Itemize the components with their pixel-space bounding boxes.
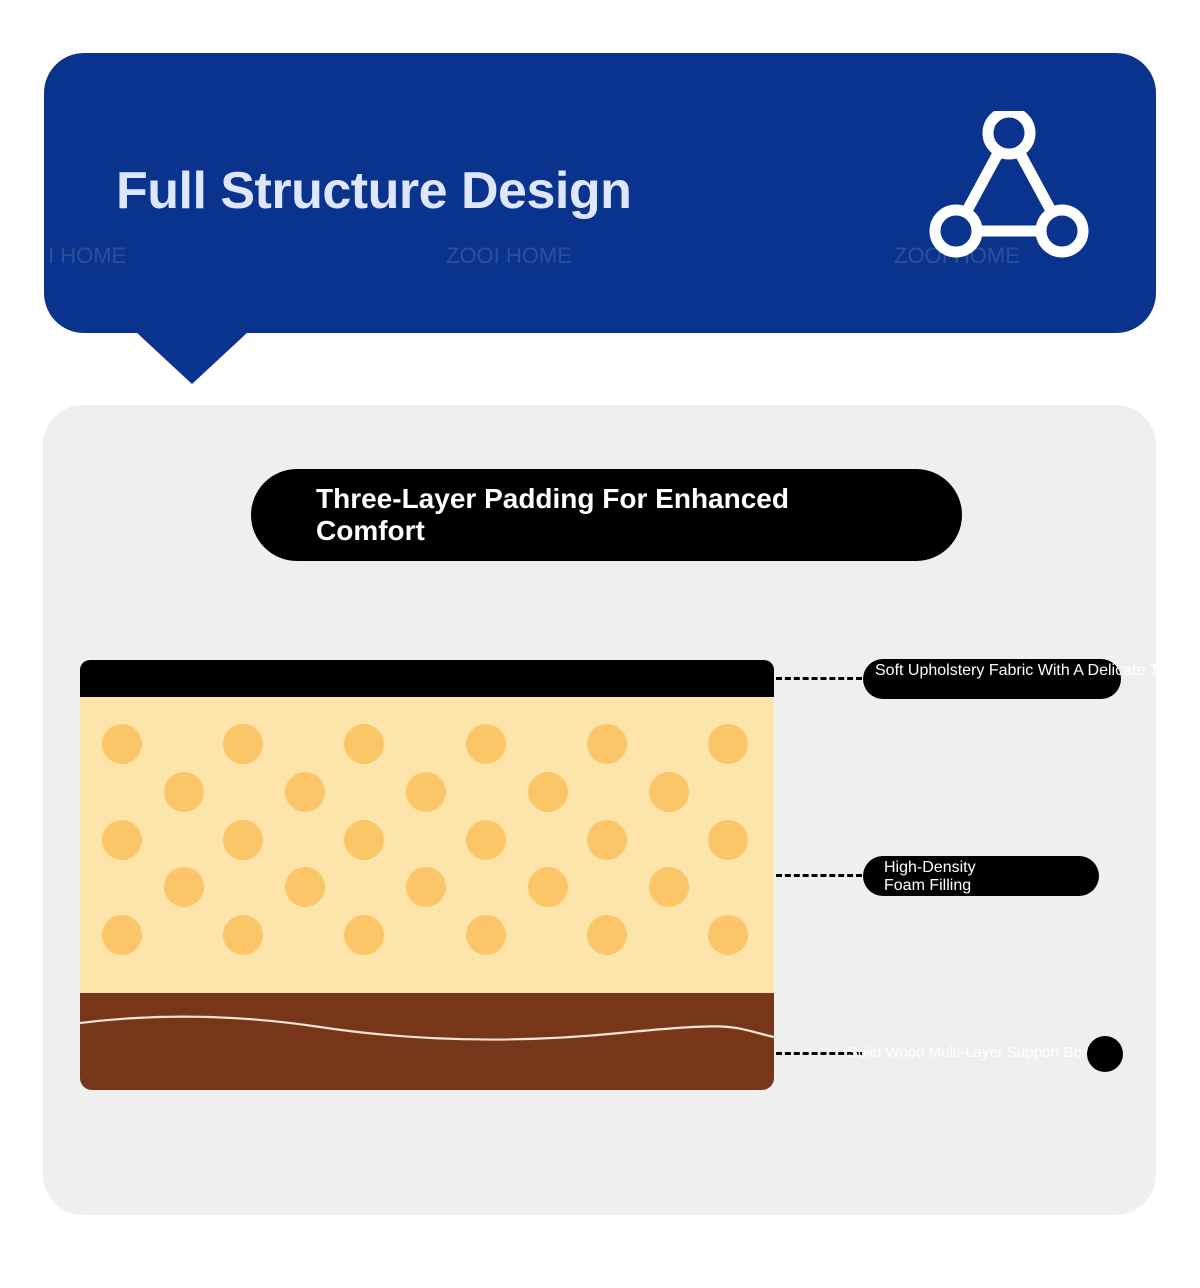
foam-dot <box>708 724 748 764</box>
foam-dot <box>587 915 627 955</box>
callout-fabric: Soft Upholstery Fabric With A Delicate T… <box>863 659 1192 699</box>
foam-dot <box>102 820 142 860</box>
callout-board-end-cap <box>1087 1036 1123 1072</box>
section-title-pill: Three-Layer Padding For Enhanced Comfort <box>251 469 962 561</box>
leader-line-board <box>776 1052 862 1055</box>
leader-line-foam <box>776 874 862 877</box>
watermark: I HOME <box>48 243 127 268</box>
layer-fabric <box>80 660 774 697</box>
foam-dot <box>406 772 446 812</box>
foam-dot <box>466 724 506 764</box>
foam-dot <box>649 867 689 907</box>
foam-dot <box>102 915 142 955</box>
foam-dot <box>344 724 384 764</box>
foam-dot <box>223 724 263 764</box>
board-grain-line <box>80 1015 774 1041</box>
foam-dot <box>344 915 384 955</box>
foam-dot <box>587 820 627 860</box>
foam-dot <box>708 820 748 860</box>
foam-dot <box>344 820 384 860</box>
layer-stack <box>80 660 774 1090</box>
banner-pointer <box>136 332 248 384</box>
foam-dot <box>223 820 263 860</box>
foam-dot <box>528 772 568 812</box>
foam-dot <box>466 820 506 860</box>
callout-foam: High-Density Foam Filling <box>863 856 1099 896</box>
layer-foam <box>80 697 774 993</box>
foam-dot <box>466 915 506 955</box>
diagram-panel: Three-Layer Padding For Enhanced Comfort… <box>43 405 1192 1215</box>
leader-line-fabric <box>776 677 862 680</box>
foam-dot <box>528 867 568 907</box>
foam-dot <box>164 867 204 907</box>
header-banner: Full Structure Design I HOME ZOOI HOME Z… <box>44 53 1156 333</box>
foam-dot <box>708 915 748 955</box>
foam-dot <box>164 772 204 812</box>
watermark: ZOOI HOME <box>446 243 572 268</box>
foam-dot <box>587 724 627 764</box>
foam-dot <box>406 867 446 907</box>
network-triangle-icon <box>929 111 1089 258</box>
foam-dot <box>102 724 142 764</box>
callout-board: Solid Wood Multi-Layer Support Board <box>848 1044 1104 1061</box>
foam-dot <box>223 915 263 955</box>
foam-dot <box>649 772 689 812</box>
layer-board <box>80 993 774 1090</box>
foam-dot <box>285 867 325 907</box>
page-title: Full Structure Design <box>116 162 632 220</box>
foam-dot <box>285 772 325 812</box>
